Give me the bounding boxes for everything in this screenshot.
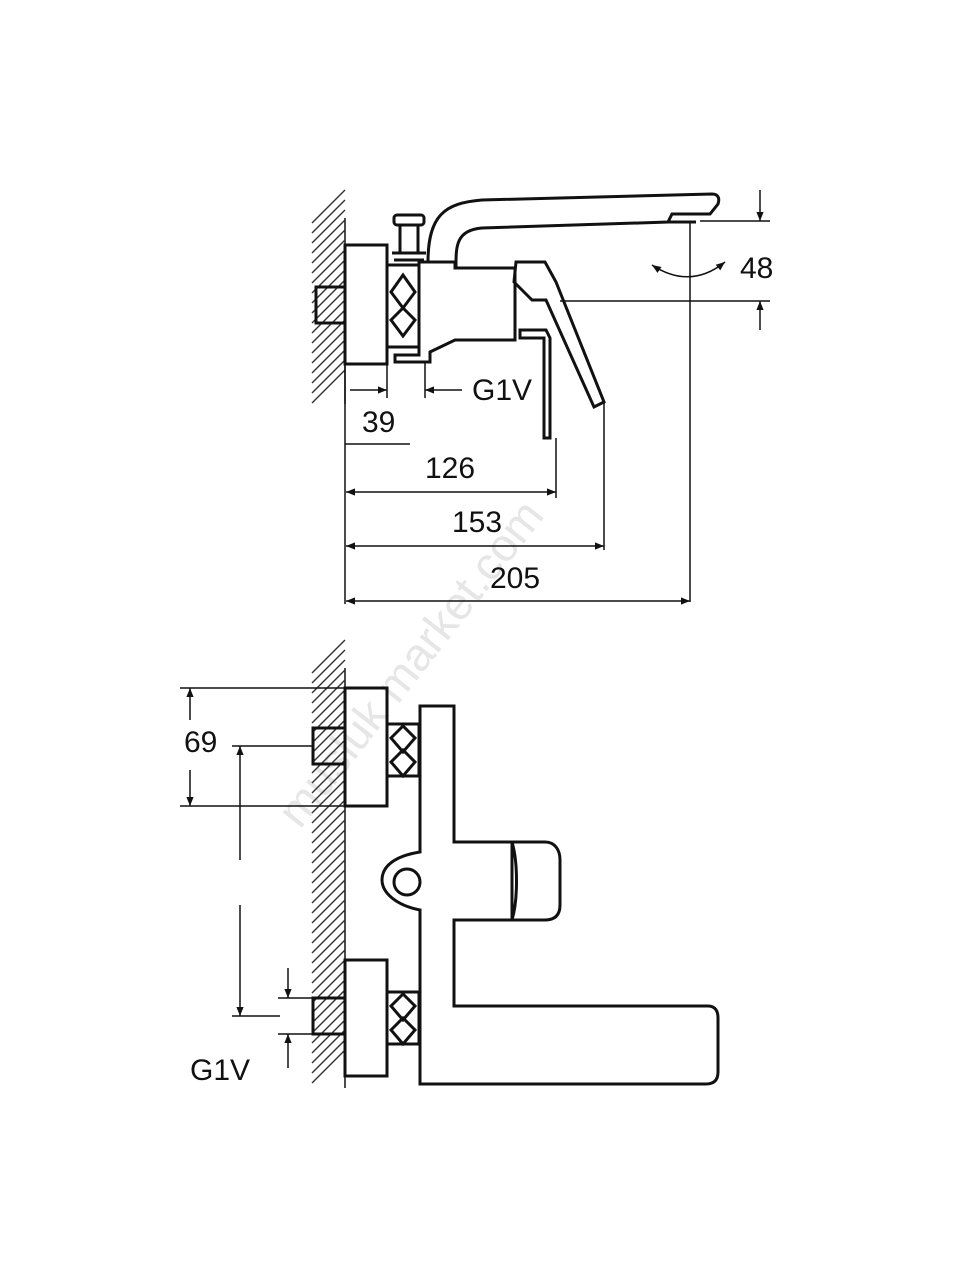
- hatch-line: [311, 1039, 346, 1074]
- hatch-line: [311, 749, 346, 784]
- lever-front: [509, 840, 562, 922]
- hatch-line: [311, 959, 346, 994]
- hatch-line: [311, 919, 346, 954]
- mixer-body-front: [380, 704, 720, 1086]
- g1v-label-front: G1V: [190, 1054, 250, 1087]
- hatch-line: [311, 679, 346, 714]
- hatch-line: [311, 669, 346, 704]
- hatch-line: [311, 649, 346, 684]
- hatch-line: [311, 869, 346, 904]
- diverter-hole: [392, 867, 422, 897]
- hatch-line: [311, 879, 346, 914]
- dim-to-lever-tip: 153: [346, 506, 604, 550]
- hatch-line: [311, 359, 346, 394]
- hatch-line: [311, 769, 346, 804]
- hatch-line: [311, 859, 346, 894]
- hatch-line: [311, 779, 346, 814]
- hatch-line: [311, 199, 346, 234]
- hatch-line: [311, 889, 346, 924]
- dim-total-projection: 205: [346, 562, 690, 605]
- hatch-line: [311, 1009, 346, 1044]
- hatch-line: [311, 689, 346, 724]
- hatch-line: [311, 899, 346, 934]
- hatch-line: [311, 229, 346, 264]
- hatch-line: [311, 949, 346, 984]
- hatch-line: [311, 829, 346, 864]
- hatch-line: [311, 239, 346, 274]
- hex-nut-lower: [385, 990, 421, 1047]
- hatch-line: [311, 939, 346, 974]
- hatch-line: [311, 819, 346, 854]
- hex-nut-upper: [385, 722, 421, 779]
- dim-205-label: 205: [490, 562, 540, 595]
- rotation-symbol: [651, 222, 726, 602]
- dim-153-label: 153: [452, 506, 502, 539]
- g1v-label-side: G1V: [472, 374, 532, 407]
- diverter-knob: [392, 213, 426, 262]
- spout: [426, 192, 721, 269]
- dim-spout-height: 48: [560, 190, 773, 330]
- hatch-line: [311, 639, 346, 674]
- hatch-line: [311, 929, 346, 964]
- hatch-line: [311, 1049, 346, 1084]
- lever-handle: [512, 260, 606, 410]
- dim-to-lever: 126: [346, 438, 557, 498]
- hatch-line: [311, 249, 346, 284]
- hatch-line: [311, 219, 346, 254]
- hatch-line: [311, 1019, 346, 1054]
- hatch-line: [311, 809, 346, 844]
- watermark: musluk market.com: [267, 490, 553, 836]
- hatch-line: [311, 189, 346, 224]
- dim-48-label: 48: [740, 252, 773, 285]
- hatch-line: [311, 909, 346, 944]
- hatch-line: [311, 299, 346, 334]
- hatch-line: [311, 319, 346, 354]
- dim-thread-front: G1V: [190, 968, 313, 1087]
- dim-69-label: 69: [184, 726, 217, 759]
- hex-nut: [385, 263, 421, 349]
- hatch-line: [311, 349, 346, 384]
- flange-lower: [343, 958, 389, 1078]
- hatch-line: [311, 329, 346, 364]
- hatch-line: [311, 739, 346, 774]
- hatch-line: [311, 719, 346, 754]
- dim-39-label: 39: [362, 406, 395, 439]
- hatch-line: [311, 729, 346, 764]
- front-view: 69 G1V: [180, 639, 720, 1088]
- hatch-line: [311, 339, 346, 374]
- hatch-line: [311, 999, 346, 1034]
- side-view: 48 G1V 39 126 153 205: [311, 189, 773, 605]
- hatch-line: [311, 209, 346, 244]
- dim-126-label: 126: [425, 452, 475, 485]
- wall-front: [311, 639, 346, 1088]
- dim-center-distance: [232, 745, 313, 1017]
- hatch-line: [311, 839, 346, 874]
- hatch-line: [311, 309, 346, 344]
- hatch-line: [311, 369, 346, 404]
- hatch-line: [311, 849, 346, 884]
- wall-flange: [343, 243, 389, 366]
- hatch-line: [311, 989, 346, 1024]
- dim-nut-offset: G1V 39: [344, 347, 532, 604]
- dim-inlet-offset: 69: [180, 687, 345, 807]
